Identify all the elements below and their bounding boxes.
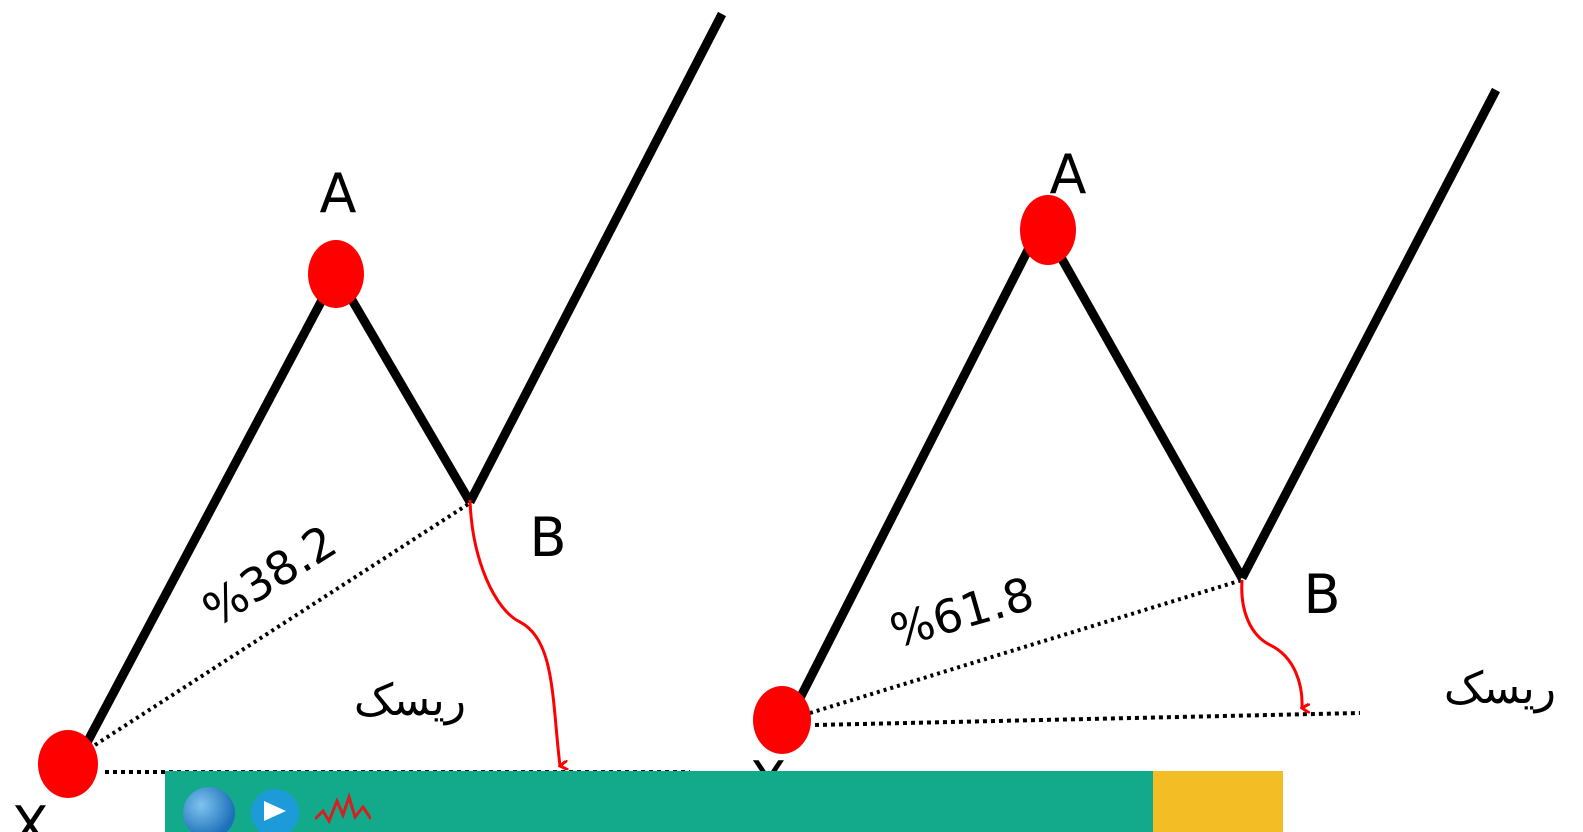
leg-xa-left: [78, 297, 326, 755]
promo-banner: [165, 771, 1283, 832]
pattern-left: A B X %38.2 ریسک: [12, 11, 726, 832]
risk-label-left: ریسک: [354, 675, 466, 726]
globe-icon: [183, 786, 235, 832]
leg-xa-right: [791, 243, 1035, 709]
leg-ab-right: [1054, 249, 1246, 581]
retracement-label-left: %38.2: [193, 514, 346, 637]
risk-baseline-right: [814, 711, 1361, 727]
label-b-right: B: [1303, 563, 1340, 626]
retracement-line-left: [93, 501, 472, 747]
pivot-a-right: [1020, 195, 1076, 265]
promo-banner-main: [165, 771, 1153, 832]
pattern-right: A B X %61.8 ریسک: [750, 87, 1556, 813]
risk-label-right: ریسک: [1444, 663, 1556, 714]
chart-icon: [315, 791, 371, 824]
promo-banner-side: [1153, 771, 1283, 832]
risk-arrow-right: [1240, 579, 1302, 708]
pivot-x-right: [753, 686, 811, 754]
leg-bc-right: [1238, 87, 1500, 581]
telegram-icon: [251, 788, 299, 832]
risk-arrow-left: [468, 499, 560, 766]
retracement-line-right: [809, 578, 1243, 715]
retracement-label-right: %61.8: [884, 566, 1039, 658]
pivot-x-left: [38, 730, 98, 798]
label-x-left: X: [12, 795, 49, 832]
label-a-right: A: [1050, 143, 1087, 206]
leg-ab-left: [348, 297, 474, 505]
label-b-left: B: [529, 506, 566, 569]
pivot-a-left: [308, 240, 364, 308]
label-a-left: A: [320, 162, 357, 225]
leg-bc-left: [466, 11, 726, 505]
